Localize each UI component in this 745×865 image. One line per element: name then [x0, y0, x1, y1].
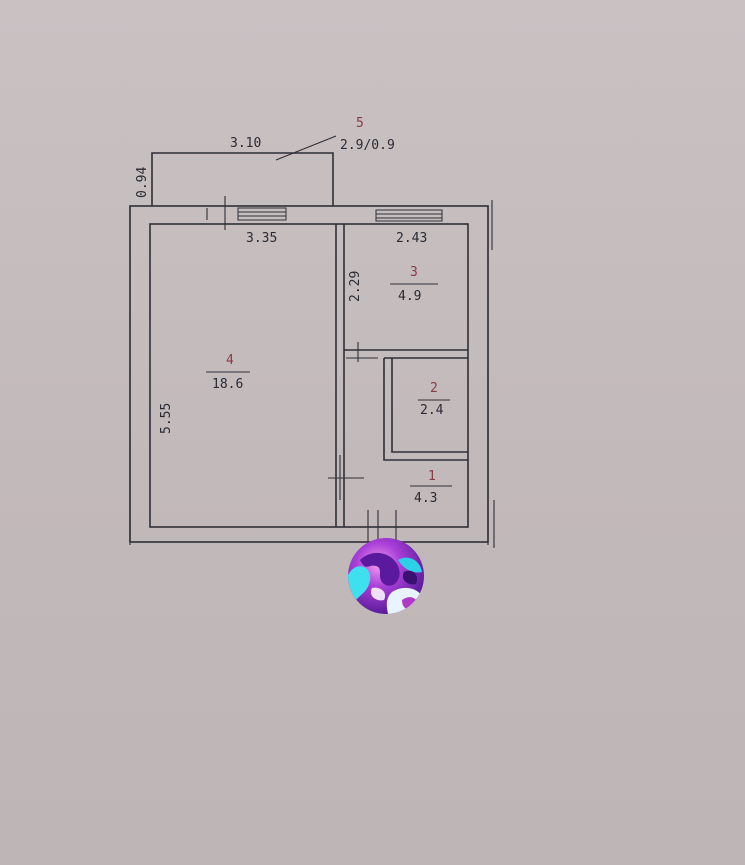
room5-area: 2.9/0.9 [340, 138, 395, 153]
room4-window-label: 3.35 [246, 231, 277, 246]
partition-room4-right [328, 224, 364, 527]
room5-number: 5 [356, 116, 364, 131]
room3-number: 3 [410, 265, 418, 280]
room1-area: 4.3 [414, 491, 437, 506]
room3-area: 4.9 [398, 289, 421, 304]
balcony-depth-label: 0.94 [135, 167, 150, 198]
window-room3 [375, 209, 443, 222]
room2-walls [383, 357, 468, 461]
partition-room3-bottom [344, 342, 468, 362]
outer-walls [129, 200, 495, 548]
balcony [151, 135, 337, 206]
room4-number: 4 [226, 353, 234, 368]
room3-window-label: 2.43 [396, 231, 427, 246]
room4-depth-label: 5.55 [159, 403, 174, 434]
room2-area: 2.4 [420, 403, 444, 418]
room3-depth-label: 2.29 [348, 271, 363, 302]
marbled-sphere-icon [348, 538, 424, 614]
balcony-width-label: 3.10 [230, 136, 261, 151]
window-room4 [206, 196, 287, 230]
room1-number: 1 [428, 469, 436, 484]
room4-area: 18.6 [212, 377, 243, 392]
room2-number: 2 [430, 381, 438, 396]
